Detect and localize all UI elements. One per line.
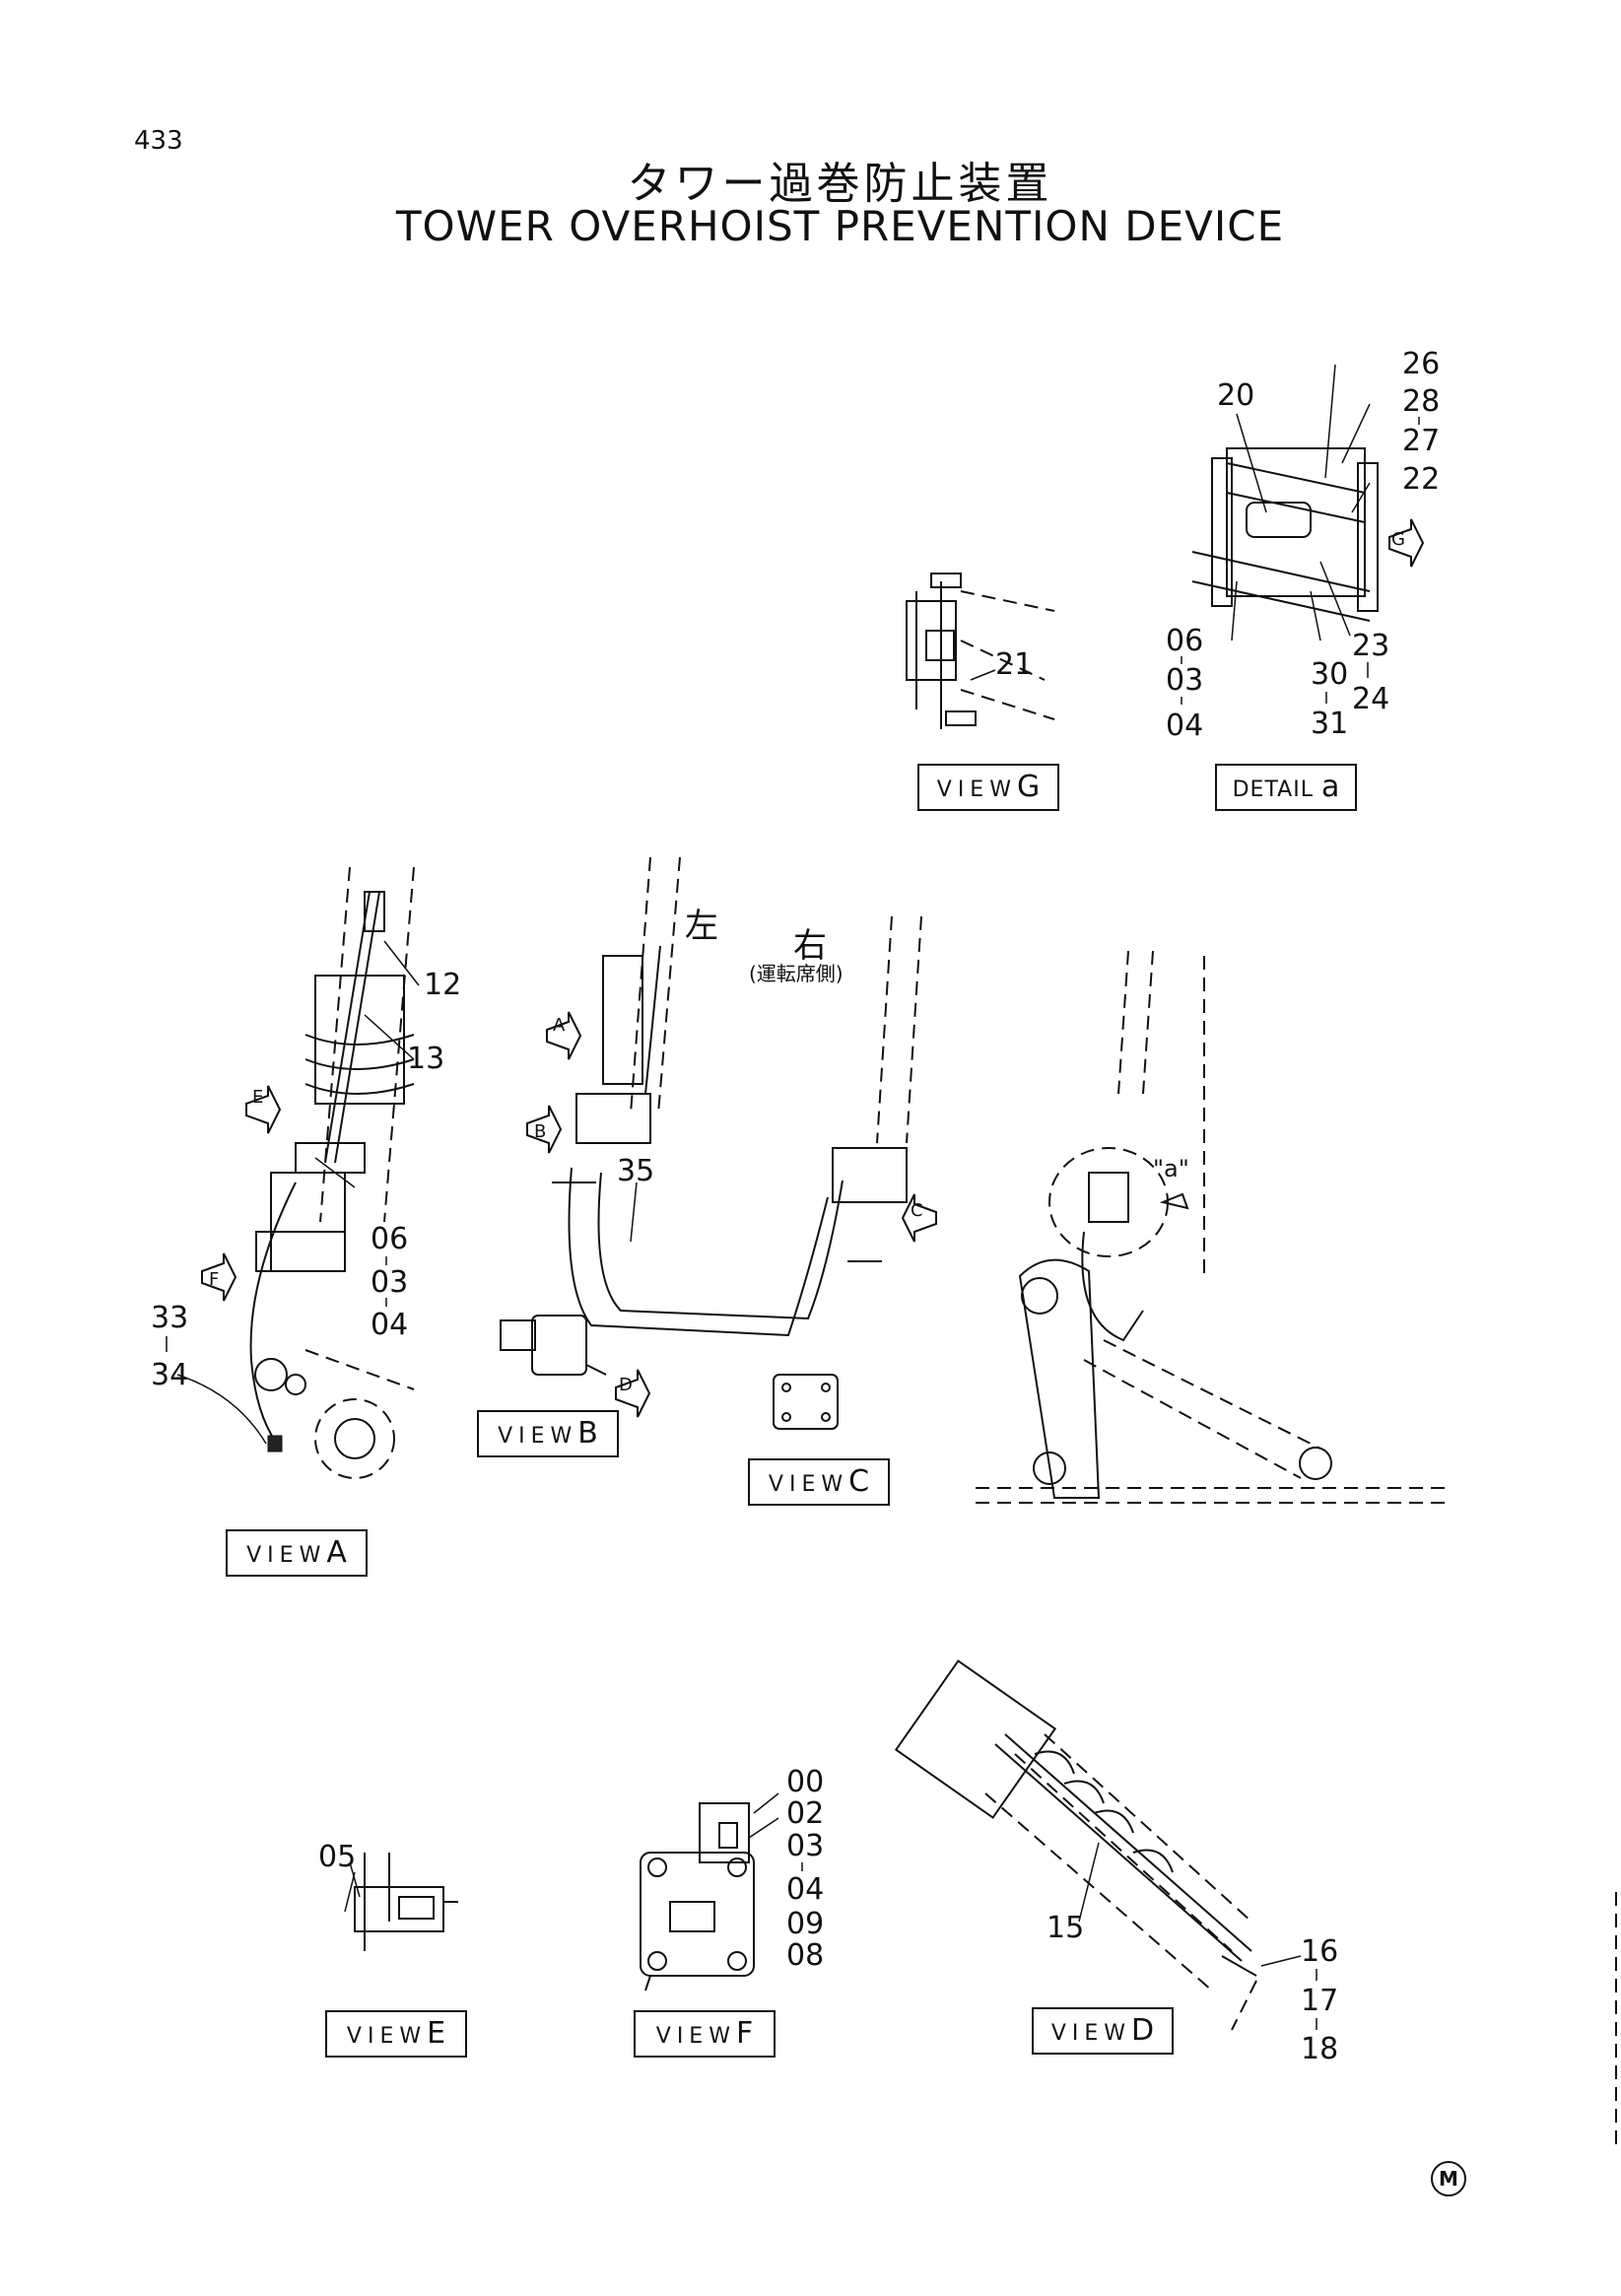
marker-f: F (209, 1269, 220, 1290)
callout-28: 28 (1402, 384, 1441, 419)
callout-27: 27 (1402, 424, 1441, 458)
callout-04-view-f: 04 (786, 1872, 825, 1907)
callout-12: 12 (424, 968, 462, 1002)
marker-d: D (619, 1375, 633, 1395)
callout-03-detail: 03 (1166, 663, 1204, 698)
view-e-sketch (344, 1853, 458, 1951)
callout-02: 02 (786, 1796, 825, 1831)
view-g-label: VIEWG (917, 764, 1059, 811)
detail-a-label: DETAIL a (1215, 764, 1357, 811)
callout-04-detail: 04 (1166, 709, 1204, 743)
callout-08: 08 (786, 1938, 825, 1973)
callout-06-detail: 06 (1166, 624, 1204, 658)
callout-34: 34 (151, 1358, 189, 1392)
marker-b: B (534, 1121, 547, 1142)
marker-a: A (553, 1015, 566, 1036)
callout-23: 23 (1352, 629, 1390, 663)
page-number: 433 (134, 126, 183, 156)
callout-03-view-f: 03 (786, 1829, 825, 1863)
callout-00: 00 (786, 1765, 825, 1799)
marker-c: C (911, 1200, 923, 1221)
callout-24: 24 (1352, 682, 1390, 716)
view-d-sketch (894, 1659, 1302, 2031)
title-english: TOWER OVERHOIST PREVENTION DEVICE (395, 202, 1285, 250)
callout-31: 31 (1311, 707, 1349, 741)
marker-e: E (252, 1087, 264, 1108)
note-operator-side: (運転席側) (749, 962, 844, 985)
callout-22: 22 (1402, 462, 1441, 497)
callout-18: 18 (1301, 2032, 1339, 2066)
view-g-sketch (906, 573, 1055, 729)
view-b-label: VIEWB (477, 1410, 619, 1457)
tower-base-sketch (976, 950, 1449, 1504)
callout-26: 26 (1402, 347, 1441, 381)
marker-g: G (1391, 529, 1405, 550)
detail-a-sketch (1191, 364, 1425, 642)
callout-05: 05 (318, 1840, 357, 1874)
callout-06-view-a: 06 (371, 1222, 409, 1256)
center-frame-sketch (526, 856, 937, 1337)
view-d-label: VIEWD (1032, 2007, 1174, 2055)
manufacturer-logo: M (1431, 2161, 1466, 2196)
callout-13: 13 (407, 1042, 445, 1076)
callout-03-view-a: 03 (371, 1265, 409, 1300)
title-japanese: タワー過巻防止装置 (627, 159, 1053, 209)
callout-16: 16 (1301, 1934, 1339, 1969)
view-b-sketch (500, 1315, 651, 1418)
view-f-label: VIEWF (634, 2010, 776, 2058)
view-e-label: VIEWE (325, 2010, 467, 2058)
callout-35: 35 (617, 1154, 655, 1188)
callout-09: 09 (786, 1907, 825, 1941)
marker-detail-a: "a" (1153, 1155, 1189, 1182)
callout-15: 15 (1047, 1911, 1085, 1945)
callout-17: 17 (1301, 1984, 1339, 2018)
callout-21: 21 (995, 647, 1034, 682)
callout-04-view-a: 04 (371, 1308, 409, 1342)
view-c-sketch (773, 1374, 839, 1430)
view-a-sketch (176, 866, 420, 1479)
callout-20: 20 (1217, 378, 1255, 413)
note-right: 右 (793, 926, 827, 966)
note-left: 左 (685, 907, 718, 946)
view-c-label: VIEWC (748, 1458, 890, 1506)
view-a-label: VIEWA (226, 1529, 368, 1577)
view-f-sketch (640, 1792, 779, 1992)
callout-30: 30 (1311, 657, 1349, 692)
callout-33: 33 (151, 1301, 189, 1335)
